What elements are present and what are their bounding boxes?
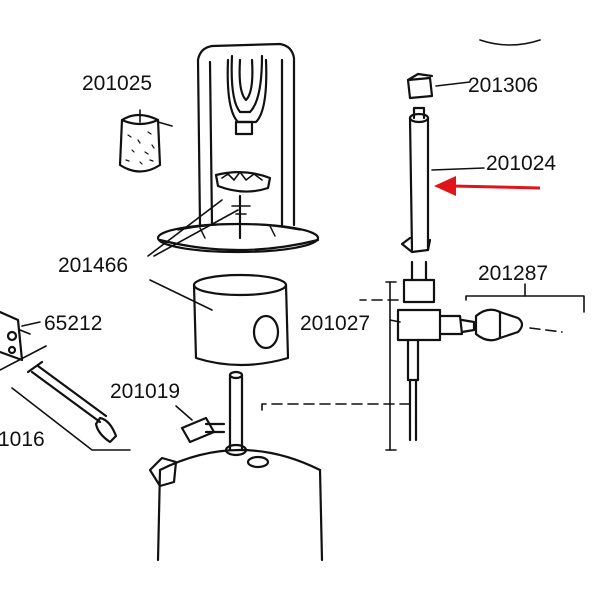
generator-tube-drawing <box>26 360 118 444</box>
label-201466: 201466 <box>58 254 128 277</box>
nut-part-drawing <box>406 72 434 100</box>
label-201019: 201019 <box>110 380 180 403</box>
label-201024: 201024 <box>486 152 556 175</box>
generator-rod-drawing <box>400 106 432 254</box>
label-201025: 201025 <box>82 72 152 95</box>
label-201287: 201287 <box>478 262 548 285</box>
globe-part-drawing <box>192 273 290 367</box>
label-201306: 201306 <box>468 74 538 97</box>
mantle-part-drawing <box>118 113 173 173</box>
label-65212: 65212 <box>44 312 102 335</box>
label-1016: 1016 <box>0 428 45 451</box>
control-knob-drawing <box>474 308 524 342</box>
lantern-frame-drawing <box>156 42 320 254</box>
gasket-part-drawing <box>0 310 31 362</box>
fount-tank-drawing <box>148 370 324 562</box>
valve-assembly-drawing <box>385 260 476 451</box>
highlight-arrow <box>434 176 541 196</box>
label-201027: 201027 <box>300 312 370 335</box>
